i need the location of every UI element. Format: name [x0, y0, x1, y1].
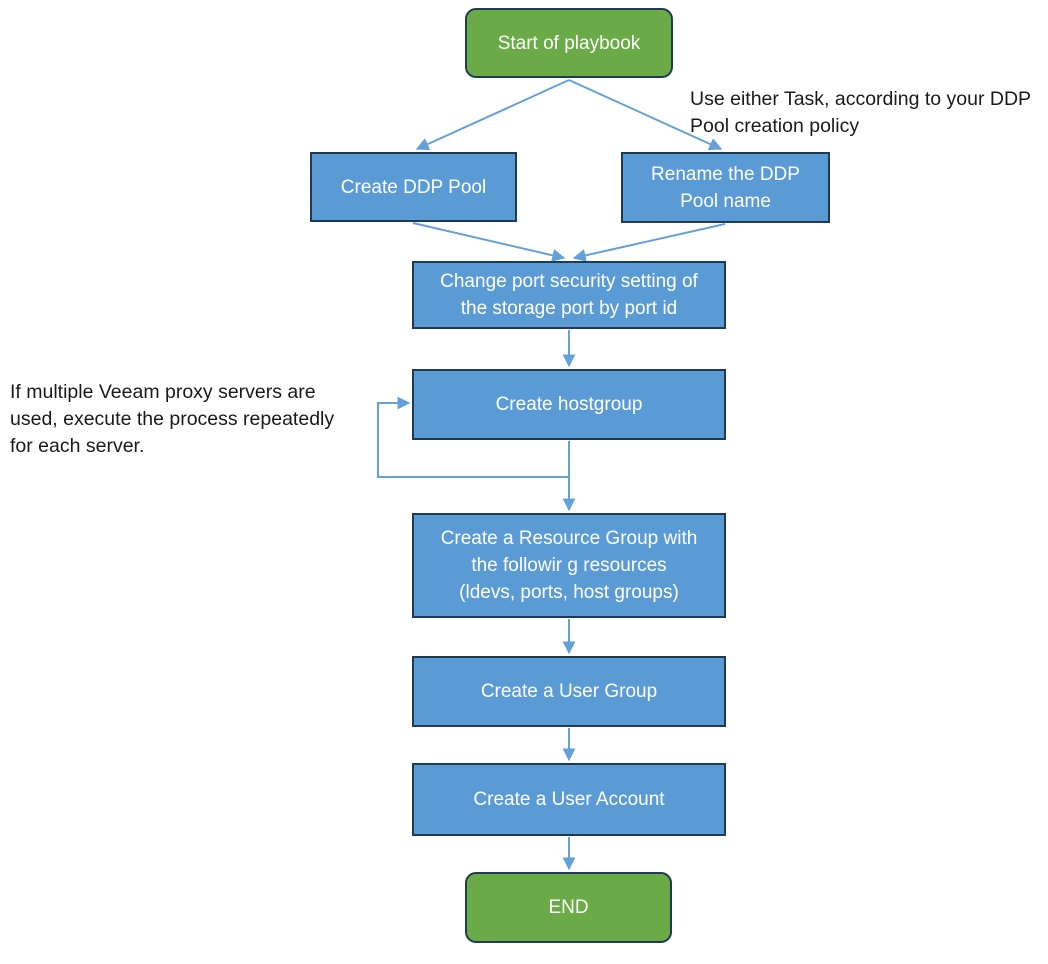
- annotation-proxy-loop-note: If multiple Veeam proxy servers are used…: [10, 381, 335, 457]
- node-create-hostgroup: Create hostgroup: [412, 369, 726, 440]
- node-create-ddp-pool-label: Create DDP Pool: [340, 176, 487, 198]
- node-change-port-security-label: Change port security setting of the stor…: [440, 271, 698, 319]
- node-start-of-playbook: Start of playbook: [465, 8, 673, 78]
- connector-create-ddp-pool-to-change-port-security: [412, 222, 566, 262]
- connector-start-to-create-ddp-pool: [415, 79, 570, 151]
- connector-rename-ddp-pool-to-change-port-security: [572, 223, 726, 262]
- node-end: END: [465, 872, 672, 943]
- node-create-ddp-pool: Create DDP Pool: [310, 152, 517, 222]
- node-rename-ddp-pool: Rename the DDP Pool name: [621, 152, 830, 223]
- node-create-user-account: Create a User Account: [412, 763, 726, 836]
- node-create-user-account-label: Create a User Account: [473, 789, 665, 810]
- node-change-port-security: Change port security setting of the stor…: [412, 261, 726, 329]
- node-create-user-group-label: Create a User Group: [480, 681, 658, 702]
- annotation-ddp-task-note: Use either Task, according to your DDP P…: [690, 88, 1032, 137]
- node-create-resource-group-label: Create a Resource Group with the followi…: [440, 528, 698, 603]
- node-create-resource-group: Create a Resource Group with the followi…: [412, 513, 726, 618]
- node-rename-ddp-pool-label: Rename the DDP Pool name: [651, 163, 800, 212]
- node-end-label: END: [548, 897, 589, 918]
- node-create-hostgroup-label: Create hostgroup: [495, 394, 643, 415]
- node-create-user-group: Create a User Group: [412, 656, 726, 727]
- node-start-label: Start of playbook: [497, 32, 641, 54]
